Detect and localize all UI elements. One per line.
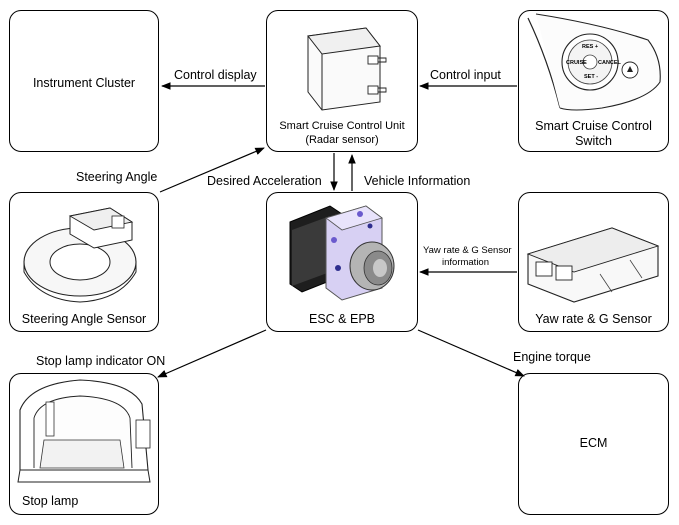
control-display-label: Control display [174, 68, 257, 82]
scc-unit-label-line1: Smart Cruise Control Unit [279, 120, 405, 132]
yaw-info-label-line1: Yaw rate & G Sensor [423, 245, 512, 256]
scc-switch-label-line1: Smart Cruise Control [535, 119, 652, 133]
desired-acceleration-label: Desired Acceleration [207, 174, 322, 188]
radar-sensor-illustration [307, 27, 387, 111]
control-input-label: Control input [430, 68, 501, 82]
yaw-sensor-illustration [526, 227, 660, 303]
switch-set-label: SET - [584, 74, 599, 80]
stop-lamp-label: Stop lamp [22, 494, 79, 508]
engine-torque-arrow [417, 329, 525, 377]
switch-res-label: RES + [582, 44, 599, 50]
stop-lamp-illustration [17, 379, 151, 483]
stop-lamp-arrow [157, 329, 267, 378]
esc-epb-label: ESC & EPB [309, 312, 375, 326]
scc-unit-label-line2: (Radar sensor) [305, 134, 379, 146]
switch-cancel-label: CANCEL [598, 60, 621, 66]
yaw-info-label-line2: information [442, 257, 489, 268]
steering-angle-label: Steering Angle [76, 170, 158, 184]
scc-switch-illustration [527, 13, 661, 111]
steering-angle-sensor-label: Steering Angle Sensor [21, 312, 147, 326]
yaw-sensor-label: Yaw rate & G Sensor [535, 312, 652, 326]
instrument-cluster-label: Instrument Cluster [32, 76, 136, 90]
ecm-box [518, 373, 669, 515]
switch-cruise-label: CRUISE [566, 60, 587, 66]
engine-torque-label: Engine torque [513, 350, 591, 364]
steering-angle-sensor-illustration [23, 207, 137, 303]
stop-lamp-indicator-label: Stop lamp indicator ON [36, 354, 166, 368]
steering-angle-arrow [159, 147, 265, 193]
ecm-label: ECM [579, 436, 608, 450]
instrument-cluster-box [9, 10, 159, 152]
esc-module-illustration [289, 205, 395, 301]
vehicle-information-label: Vehicle Information [364, 174, 471, 188]
scc-switch-label-line2: Switch [575, 134, 612, 148]
